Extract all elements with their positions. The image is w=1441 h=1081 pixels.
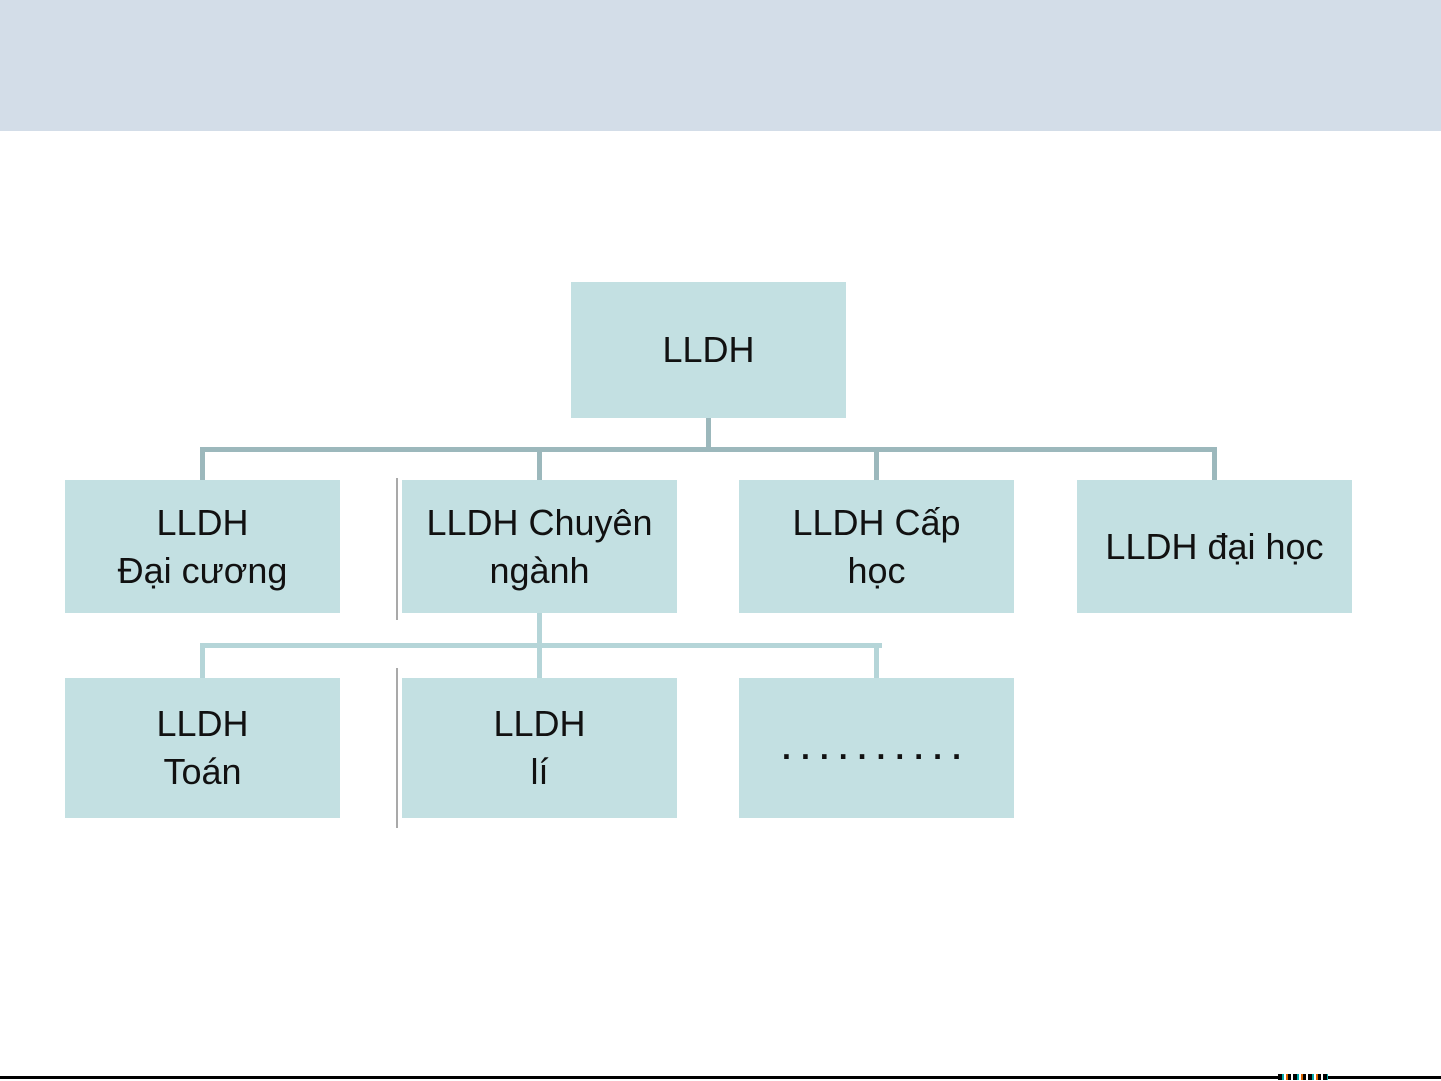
node-label: .......... [782, 730, 971, 766]
node-label: LLDH đại học [1105, 525, 1324, 567]
node-label: LLDH [662, 329, 755, 370]
connector-root-vertical [706, 418, 711, 448]
watermark-fragment [1278, 1074, 1328, 1080]
connector-level2-stub-dots [874, 643, 879, 680]
connector-level1-stub-dai-cuong [200, 447, 205, 481]
connector-level1-stub-chuyen-nganh [537, 447, 542, 481]
connector-level1-horizontal [200, 447, 1217, 452]
slide-bottom-border [0, 1076, 1441, 1079]
node-lldh-cap-hoc: LLDH Cấp học [739, 480, 1014, 613]
node-label: LLDH lí [493, 703, 586, 792]
node-label: LLDH Toán [156, 703, 249, 792]
node-label: LLDH Chuyên ngành [426, 501, 653, 591]
node-ellipsis-placeholder: .......... [739, 678, 1014, 818]
connector-level1-stub-cap-hoc [874, 447, 879, 481]
connector-level1-stub-dai-hoc [1212, 447, 1217, 481]
node-label: LLDH Cấp học [792, 501, 961, 591]
box-edge-line-top [396, 478, 398, 620]
node-lldh-dai-cuong: LLDH Đại cương [65, 480, 340, 613]
box-edge-line-bottom [396, 668, 398, 828]
node-lldh-li: LLDH lí [402, 678, 677, 818]
node-label: LLDH Đại cương [117, 501, 288, 591]
node-root-lldh: LLDH [571, 282, 846, 418]
node-lldh-dai-hoc: LLDH đại học [1077, 480, 1352, 613]
connector-level2-stub-toan [200, 643, 205, 680]
slide-header-band [0, 0, 1441, 131]
connector-level2-horizontal [200, 643, 882, 648]
node-lldh-chuyen-nganh: LLDH Chuyên ngành [402, 480, 677, 613]
node-lldh-toan: LLDH Toán [65, 678, 340, 818]
